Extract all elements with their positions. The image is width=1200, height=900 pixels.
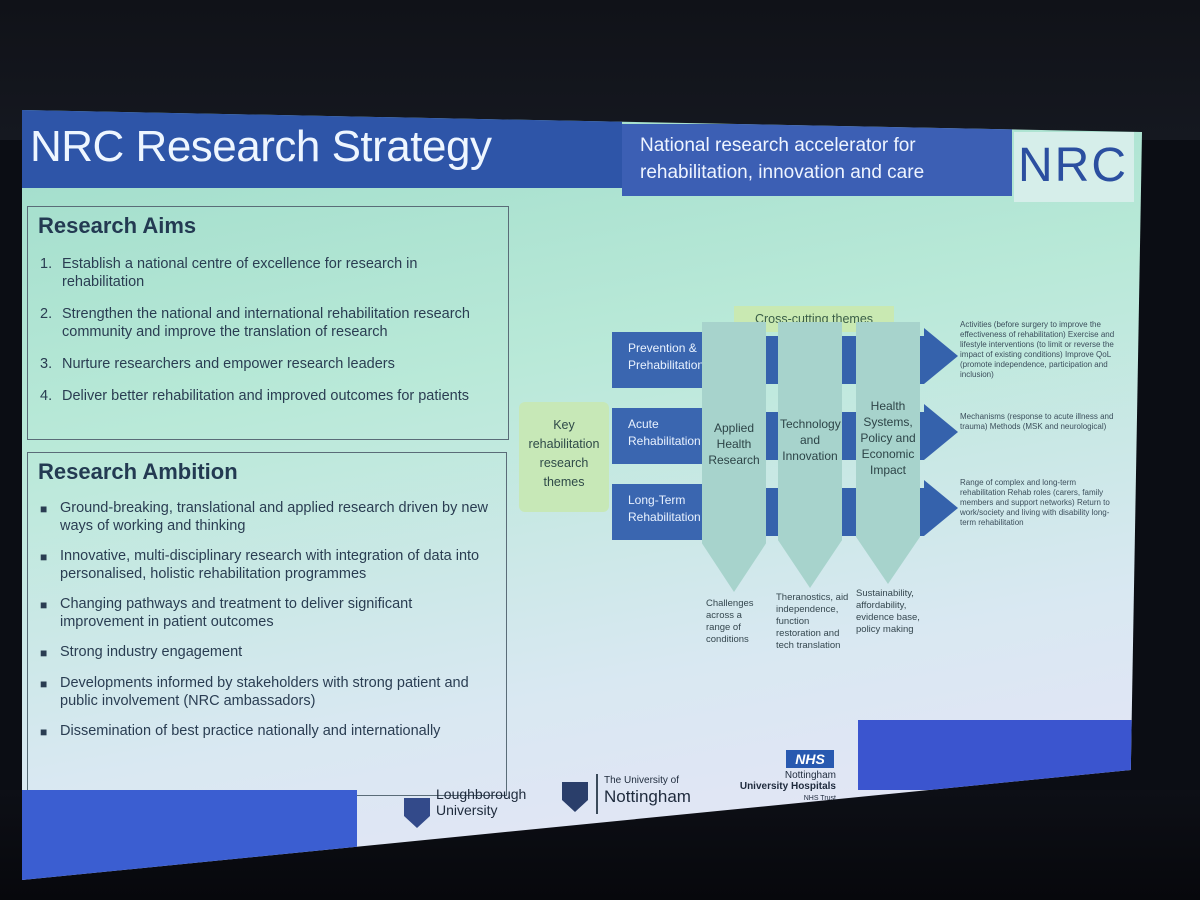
theme-acute: Acute Rehabilitation xyxy=(612,408,704,464)
research-ambition-heading: Research Ambition xyxy=(38,459,238,484)
pillar-label-health-systems: Health Systems, Policy and Economic Impa… xyxy=(860,399,916,477)
item-number: 1. xyxy=(40,256,53,272)
loughborough-crest-icon xyxy=(404,798,430,828)
item-text: Dissemination of best practice nationall… xyxy=(60,723,441,739)
list-item: ■ Innovative, multi-disciplinary research… xyxy=(40,547,495,583)
item-number: 2. xyxy=(40,306,53,322)
pillar-technology xyxy=(778,322,842,588)
theme-long-term: Long-Term Rehabilitation xyxy=(612,484,704,540)
item-text: Strengthen the national and internationa… xyxy=(62,306,470,340)
research-aims-box: Research Aims 1. Establish a national cen… xyxy=(27,206,509,440)
subtitle-bar: National research accelerator for rehabi… xyxy=(622,124,1012,196)
slide-title: NRC Research Strategy xyxy=(30,122,492,171)
item-text: Strong industry engagement xyxy=(60,644,243,660)
bullet-icon: ■ xyxy=(40,725,48,739)
item-text: Developments informed by stakeholders wi… xyxy=(60,675,469,709)
nhs-badge-icon: NHS xyxy=(786,750,834,768)
item-text: Establish a national centre of excellenc… xyxy=(62,256,418,290)
nottingham-logo-text: The University of Nottingham xyxy=(604,770,691,805)
subtitle-line-2: rehabilitation, innovation and care xyxy=(640,162,925,183)
nhs-line-1: Nottingham xyxy=(784,770,836,781)
item-number: 4. xyxy=(40,388,53,404)
research-aims-list: 1. Establish a national centre of excelle… xyxy=(40,255,495,419)
theme-note-acute: Mechanisms (response to acute illness an… xyxy=(960,412,1114,431)
loughborough-line-1: Loughborough xyxy=(436,786,527,802)
nhs-line-3: NHS Trust xyxy=(803,795,836,802)
theme-prevention: Prevention & Prehabilitation xyxy=(612,332,704,388)
nottingham-line-1: The University of xyxy=(604,775,680,786)
list-item: 3. Nurture researchers and empower resear… xyxy=(40,355,495,373)
pillar-note-applied: Challenges across a range of conditions xyxy=(706,598,754,645)
list-item: ■ Ground-breaking, translational and appl… xyxy=(40,499,495,535)
slide-subtitle: National research accelerator for rehabi… xyxy=(640,132,924,186)
nottingham-line-2: Nottingham xyxy=(604,787,691,806)
loughborough-line-2: University xyxy=(436,802,498,818)
arrow-right-icon xyxy=(924,404,958,460)
arrow-right-icon xyxy=(924,328,958,384)
nhs-trust-text: Nottingham University Hospitals NHS Trus… xyxy=(726,770,836,804)
nrc-logo-text: NRC xyxy=(1018,139,1128,192)
theme-note-long-term: Range of complex and long-term rehabilit… xyxy=(960,478,1110,527)
item-text: Changing pathways and treatment to deliv… xyxy=(60,596,413,630)
research-aims-heading: Research Aims xyxy=(38,213,197,238)
item-number: 3. xyxy=(40,356,53,372)
loughborough-logo-text: Loughborough University xyxy=(436,786,526,818)
pillar-label-applied: Applied Health Research xyxy=(708,421,760,467)
list-item: ■ Dissemination of best practice national… xyxy=(40,722,495,741)
bullet-icon: ■ xyxy=(40,502,48,516)
subtitle-line-1: National research accelerator for xyxy=(640,135,916,156)
title-bar: NRC Research Strategy xyxy=(22,110,622,188)
nottingham-castle-icon xyxy=(562,782,588,812)
theme-note-prevention: Activities (before surgery to improve th… xyxy=(960,320,1115,379)
list-item: 2. Strengthen the national and internatio… xyxy=(40,305,495,341)
projected-slide: NRC Research Strategy National research … xyxy=(22,110,1142,880)
bullet-icon: ■ xyxy=(40,598,48,612)
footer-band-right xyxy=(858,720,1142,790)
pillar-note-health-systems: Sustainability, affordability, evidence … xyxy=(856,588,920,635)
nrc-logo: NRC xyxy=(1014,132,1134,202)
list-item: 1. Establish a national centre of excelle… xyxy=(40,255,495,291)
item-text: Ground-breaking, translational and appli… xyxy=(60,500,489,534)
research-ambition-list: ■ Ground-breaking, translational and appl… xyxy=(40,499,495,753)
nhs-line-2: University Hospitals xyxy=(739,781,836,792)
bullet-icon: ■ xyxy=(40,677,48,691)
logo-divider xyxy=(596,774,598,814)
key-themes-label: Key rehabilitation research themes xyxy=(528,418,600,489)
list-item: ■ Changing pathways and treatment to deli… xyxy=(40,595,495,631)
list-item: ■ Developments informed by stakeholders w… xyxy=(40,674,495,710)
pillar-note-technology: Theranostics, aid independence, function… xyxy=(776,592,849,651)
arrow-right-icon xyxy=(924,480,958,536)
list-item: 4. Deliver better rehabilitation and impr… xyxy=(40,387,495,405)
item-text: Innovative, multi-disciplinary research … xyxy=(60,548,480,582)
bullet-icon: ■ xyxy=(40,646,48,660)
pillar-applied-health xyxy=(702,322,766,592)
bullet-icon: ■ xyxy=(40,550,48,564)
item-text: Deliver better rehabilitation and improv… xyxy=(62,388,470,404)
key-themes-box: Key rehabilitation research themes xyxy=(519,402,609,512)
pillar-label-technology: Technology and Innovation xyxy=(780,417,841,463)
list-item: ■ Strong industry engagement xyxy=(40,643,495,662)
item-text: Nurture researchers and empower research… xyxy=(62,356,395,372)
research-ambition-box: Research Ambition ■ Ground-breaking, tran… xyxy=(27,452,507,796)
pillar-health-systems xyxy=(856,322,920,584)
